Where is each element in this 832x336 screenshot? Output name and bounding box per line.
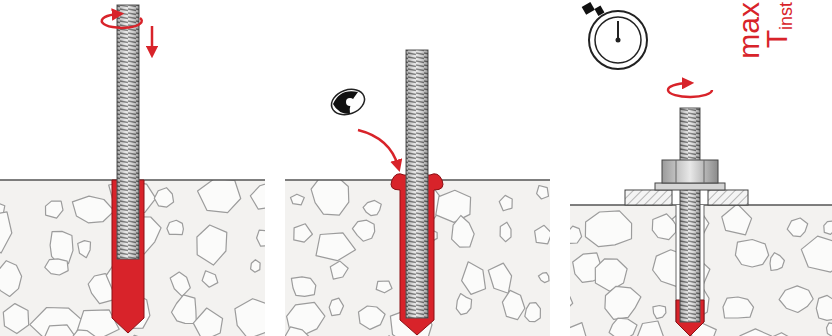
torque-symbol: T	[760, 30, 793, 48]
aggregate-stone	[359, 306, 386, 329]
aggregate-stone	[0, 212, 12, 253]
aggregate-stone	[766, 333, 800, 336]
aggregate-stone	[462, 262, 486, 295]
aggregate-stone	[291, 194, 305, 205]
aggregate-stone	[311, 180, 349, 215]
aggregate-stone	[202, 271, 218, 287]
aggregate-stone	[452, 216, 475, 248]
aggregate-stone	[525, 303, 541, 322]
aggregate-stone	[456, 294, 471, 315]
aggregate-stone	[3, 304, 28, 334]
aggregate-stone	[376, 281, 392, 293]
aggregate-stone	[500, 222, 511, 242]
aggregate-stone	[294, 224, 313, 242]
torque-max-text: max	[735, 2, 763, 78]
aggregate-stone	[770, 253, 784, 271]
aggregate-stone	[167, 220, 184, 234]
aggregate-stone	[570, 226, 582, 243]
aggregate-stone	[735, 240, 768, 268]
aggregate-stone	[193, 308, 222, 336]
aggregate-stone	[363, 200, 381, 215]
aggregate-stone	[329, 298, 343, 316]
aggregate-stone	[72, 196, 114, 223]
aggregate-stone	[653, 306, 666, 319]
aggregate-stone	[436, 190, 471, 222]
aggregate-stone	[570, 323, 588, 336]
aggregate-stone	[197, 225, 227, 265]
aggregate-stone	[609, 318, 637, 336]
aggregate-stone	[46, 201, 64, 218]
aggregate-stone	[198, 180, 241, 213]
aggregate-stone	[170, 272, 190, 296]
aggregate-stone	[352, 220, 374, 241]
aggregate-stone	[570, 296, 573, 308]
aggregate-stone	[285, 327, 311, 336]
aggregate-stone	[172, 295, 197, 324]
aggregate-stone	[128, 335, 143, 336]
aggregate-stone	[250, 182, 265, 210]
aggregate-stone	[45, 259, 68, 275]
aggregate-stone	[723, 297, 754, 318]
aggregate-stone	[722, 205, 752, 235]
aggregate-stone	[0, 261, 22, 297]
aggregate-stone	[652, 214, 675, 240]
aggregate-stone	[499, 195, 512, 210]
aggregate-stone	[330, 261, 348, 279]
aggregate-stone	[291, 277, 315, 297]
aggregate-stone	[585, 211, 631, 247]
aggregate-stone	[488, 263, 511, 293]
aggregate-stone	[787, 218, 808, 237]
aggregate-stone	[251, 260, 261, 273]
aggregate-stone	[537, 186, 549, 200]
aggregate-stone	[257, 230, 265, 246]
aggregate-stone	[605, 286, 641, 319]
aggregate-stone	[78, 241, 91, 258]
aggregate-stone	[68, 330, 96, 336]
aggregate-stone	[816, 295, 832, 320]
aggregate-stone	[502, 290, 524, 319]
aggregate-stone	[636, 321, 664, 336]
aggregate-stone	[737, 329, 772, 336]
aggregate-stone	[801, 236, 832, 272]
aggregate-stone	[824, 221, 832, 234]
aggregate-stone	[779, 286, 813, 313]
torque-label: max Tinst	[735, 2, 791, 78]
aggregate-stone	[154, 188, 173, 207]
aggregate-stone	[535, 225, 550, 244]
aggregate-stone	[316, 233, 356, 261]
torque-subscript: inst	[776, 2, 796, 30]
aggregate-stone	[827, 323, 832, 336]
aggregate-stone	[235, 299, 265, 336]
aggregate-stone	[42, 325, 78, 336]
aggregate-stone	[538, 273, 549, 283]
